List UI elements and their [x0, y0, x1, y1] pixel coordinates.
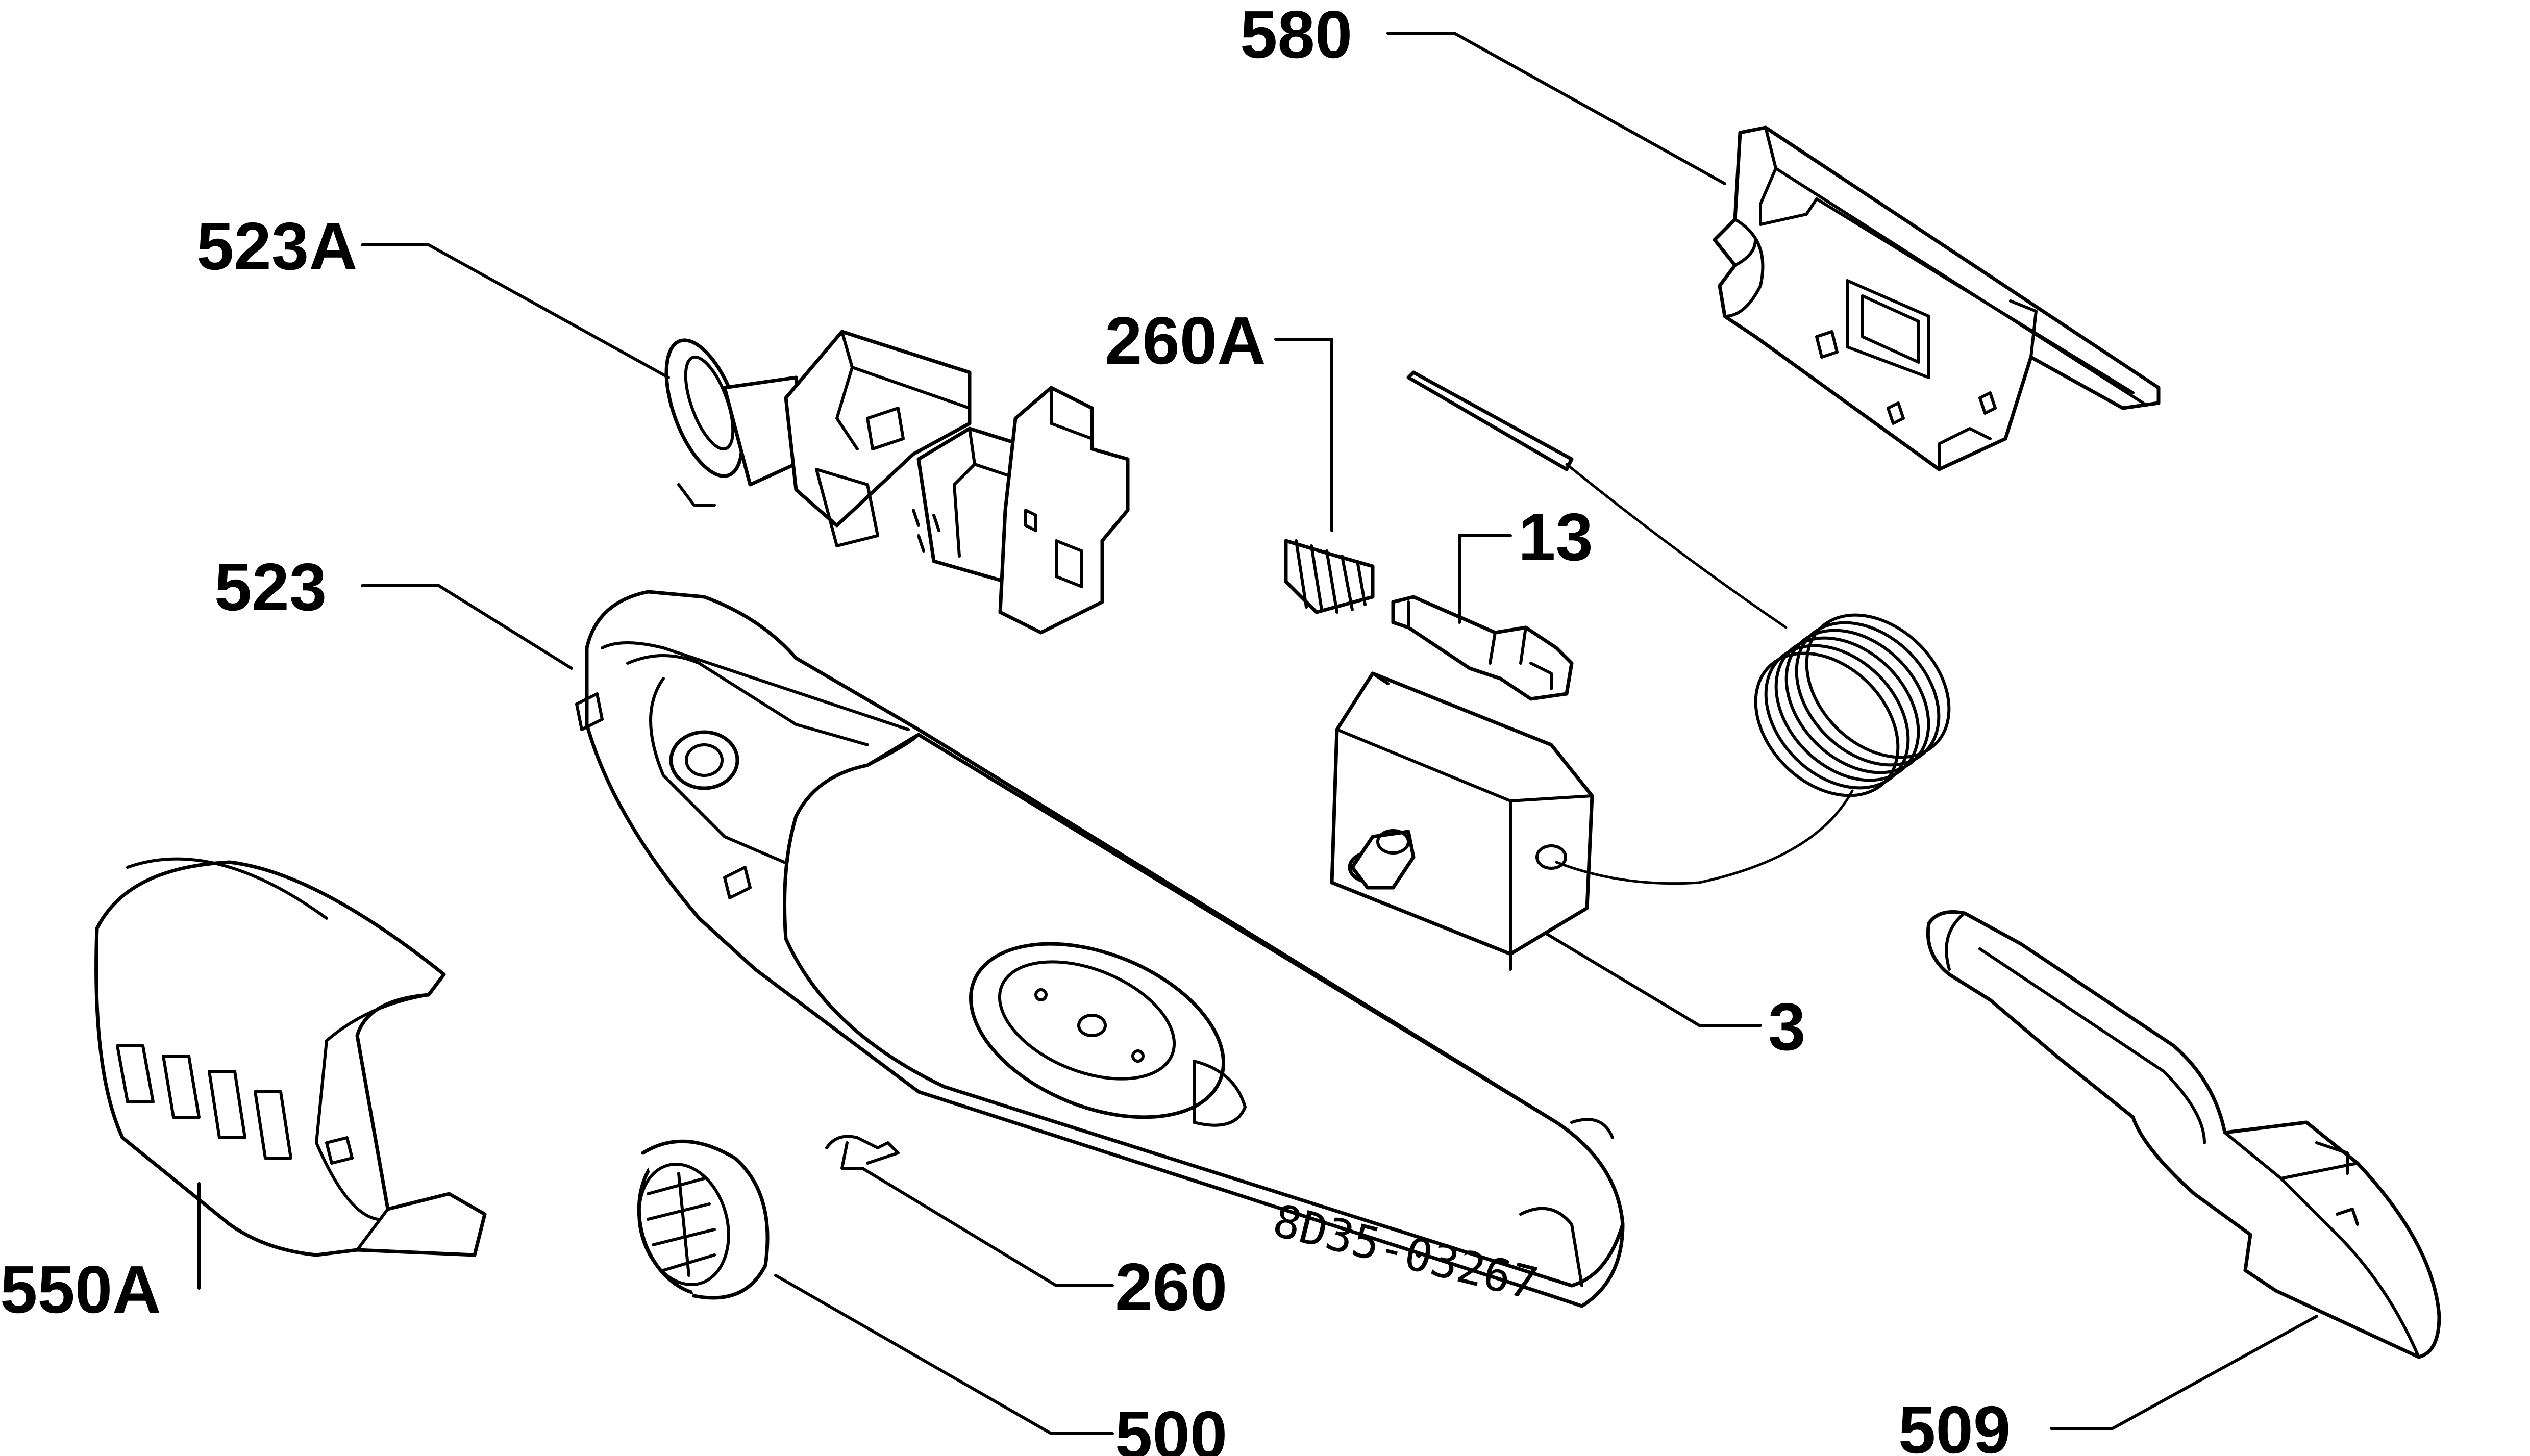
label-3: 3	[1768, 989, 1805, 1064]
label-523: 523	[214, 549, 327, 624]
label-260: 260	[1115, 1249, 1227, 1324]
part-550a-cover	[94, 857, 487, 1257]
label-13: 13	[1518, 499, 1593, 574]
label-509: 509	[1898, 1392, 2011, 1456]
part-260-clip	[825, 1135, 900, 1170]
label-500: 500	[1115, 1397, 1227, 1456]
part-509-handle	[1926, 910, 2441, 1359]
part-260a-spring	[1284, 539, 1375, 614]
part-500-knob	[637, 1139, 770, 1300]
leader-lines	[197, 32, 2318, 1435]
part-523-housing	[575, 590, 1625, 1308]
label-550a: 550A	[0, 1252, 161, 1327]
part-13-connector	[1391, 595, 1574, 701]
part-580-bracket	[1713, 125, 2161, 471]
part-3-thermostat	[1330, 671, 1594, 971]
label-523a: 523A	[196, 209, 358, 284]
label-580: 580	[1240, 0, 1352, 72]
label-260a: 260A	[1105, 303, 1266, 378]
part-523a-control-block	[664, 330, 1130, 635]
capillary-tube	[1406, 370, 1951, 885]
